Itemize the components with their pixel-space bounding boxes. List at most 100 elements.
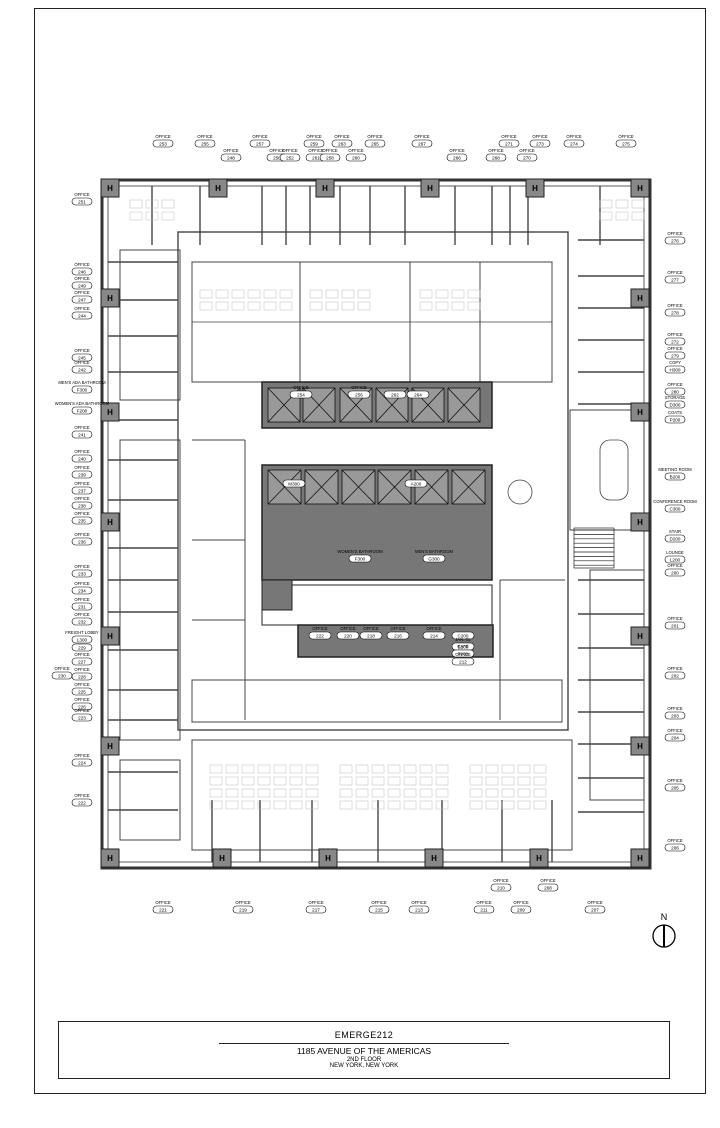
room-type: WOMEN'S BATHROOM: [337, 549, 383, 554]
room-type: COATS: [668, 410, 682, 415]
room-number: 270: [523, 156, 531, 161]
room-number: 267: [418, 142, 426, 147]
room-number: 275: [622, 142, 630, 147]
room-tag-267: OFFICE 267: [411, 134, 433, 148]
column-glyph: H: [107, 632, 113, 641]
room-number: D200: [670, 537, 681, 542]
room-type: OFFICE: [74, 360, 90, 365]
room-number: 215: [375, 908, 383, 913]
room-type: OFFICE: [312, 626, 328, 631]
room-type: OFFICE: [667, 616, 683, 621]
column-glyph: H: [215, 184, 221, 193]
column-16: H: [630, 736, 650, 756]
room-type: OFFICE: [74, 276, 90, 281]
room-number: 231: [78, 605, 86, 610]
project-city: NEW YORK, NEW YORK: [329, 1063, 399, 1069]
column-glyph: H: [637, 408, 643, 417]
column-18: H: [212, 848, 232, 868]
column-11: H: [100, 512, 120, 532]
room-number: 230: [58, 674, 66, 679]
column-glyph: H: [107, 742, 113, 751]
room-type: CONFERENCE ROOM: [653, 499, 697, 504]
room-type: OFFICE: [293, 385, 309, 390]
room-number: H300: [670, 368, 681, 373]
column-3: H: [315, 178, 335, 198]
room-type: OFFICE: [493, 878, 509, 883]
room-number: 260: [352, 156, 360, 161]
workstation-grid: [129, 199, 645, 810]
perimeter-office-walls: [108, 186, 644, 862]
room-number: L200: [670, 558, 681, 563]
room-number: 240: [78, 457, 86, 462]
room-type: OFFICE: [513, 900, 529, 905]
room-number: 237: [78, 489, 86, 494]
column-glyph: H: [219, 854, 225, 863]
room-number: 265: [371, 142, 379, 147]
room-number: 205: [671, 786, 679, 791]
room-number: E200: [458, 645, 469, 650]
room-type: OFFICE: [371, 900, 387, 905]
room-number: 213: [415, 908, 423, 913]
core-tag-C200-13: C200: [451, 631, 475, 640]
room-number: 216: [394, 634, 402, 639]
room-type: OFFICE: [282, 148, 298, 153]
room-number: 277: [671, 278, 679, 283]
room-type: OFFICE: [667, 838, 683, 843]
room-type: FREIGHT LOBBY: [65, 630, 99, 635]
room-number: 250: [273, 156, 281, 161]
column-17: H: [100, 848, 120, 868]
column-glyph: H: [322, 184, 328, 193]
room-type: OFFICE: [488, 148, 504, 153]
column-glyph: H: [427, 184, 433, 193]
room-tag-215: OFFICE 215: [368, 900, 390, 914]
room-type: MEETING ROOM: [658, 467, 692, 472]
column-2: H: [208, 178, 228, 198]
room-type: OFFICE: [411, 900, 427, 905]
room-number: 221: [159, 908, 167, 913]
column-5: H: [525, 178, 545, 198]
room-type: STORAGE: [665, 395, 686, 400]
room-number: G300: [428, 557, 440, 562]
room-number: 278: [671, 311, 679, 316]
room-type: OFFICE: [74, 753, 90, 758]
column-7: H: [100, 288, 120, 308]
room-type: OFFICE: [414, 134, 430, 139]
room-type: OFFICE: [74, 481, 90, 486]
room-number: 266: [453, 156, 461, 161]
room-tag-213: OFFICE 213: [408, 900, 430, 914]
column-glyph: H: [637, 742, 643, 751]
